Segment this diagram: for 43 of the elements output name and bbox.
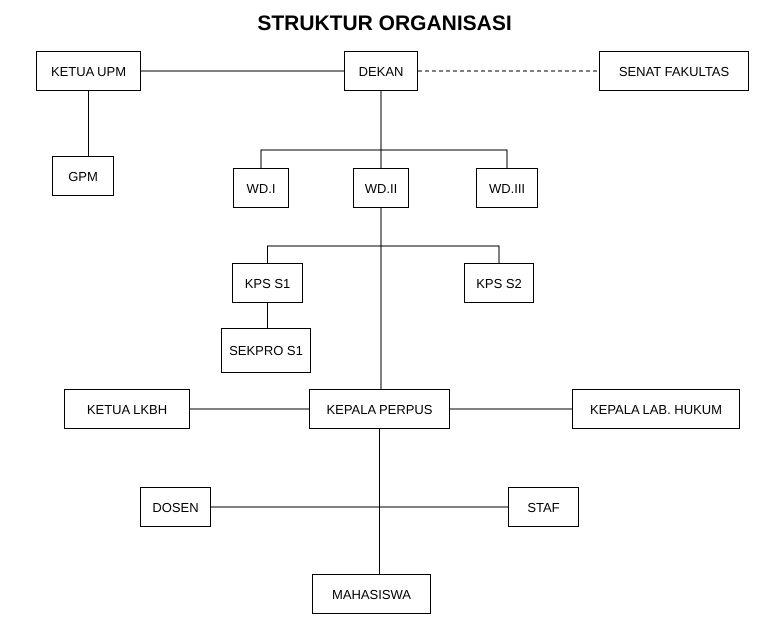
box-label: DOSEN	[152, 498, 199, 516]
box-label: KETUA UPM	[50, 62, 126, 80]
box-label: WD.II	[364, 180, 398, 196]
org-box	[312, 574, 431, 614]
connector-line	[267, 302, 268, 328]
org-box	[140, 487, 211, 527]
org-box	[232, 263, 303, 303]
box-label: KPS S2	[476, 274, 522, 292]
box-label: KEPALA LAB. HUKUM	[590, 400, 722, 418]
connector-line	[380, 208, 382, 390]
box-label: SEKPRO S1	[229, 342, 303, 359]
box-label: KEPALA PERPUS	[326, 400, 432, 418]
org-box	[572, 389, 740, 429]
box-label: STAF	[527, 498, 560, 516]
connector-line	[379, 428, 380, 574]
box-label: WD.I	[246, 180, 276, 196]
org-box	[309, 389, 450, 429]
box-label: KPS S1	[244, 274, 290, 292]
org-box	[233, 168, 289, 208]
diagram-title: STRUKTUR ORGANISASI	[256, 11, 513, 37]
org-box	[221, 328, 311, 373]
org-box	[64, 389, 190, 429]
org-box	[508, 487, 579, 527]
org-box	[476, 168, 538, 208]
org-box	[344, 51, 418, 91]
box-label: GPM	[68, 168, 98, 184]
box-label: KETUA LKBH	[86, 400, 168, 418]
org-box	[353, 168, 409, 208]
box-label: SENAT FAKULTAS	[618, 62, 730, 80]
connector-line	[140, 70, 344, 72]
org-box	[599, 51, 749, 91]
box-label: WD.III	[488, 180, 526, 196]
connector-line	[418, 70, 600, 72]
connector-line	[450, 408, 572, 410]
box-label: DEKAN	[358, 62, 404, 80]
org-box	[52, 156, 114, 196]
box-label: MAHASISWA	[332, 586, 411, 602]
org-box	[36, 51, 141, 91]
connector-line	[88, 90, 89, 156]
connector-line	[380, 90, 508, 168]
org-box	[464, 263, 534, 303]
connector-line	[210, 506, 508, 508]
connector-line	[190, 408, 310, 410]
